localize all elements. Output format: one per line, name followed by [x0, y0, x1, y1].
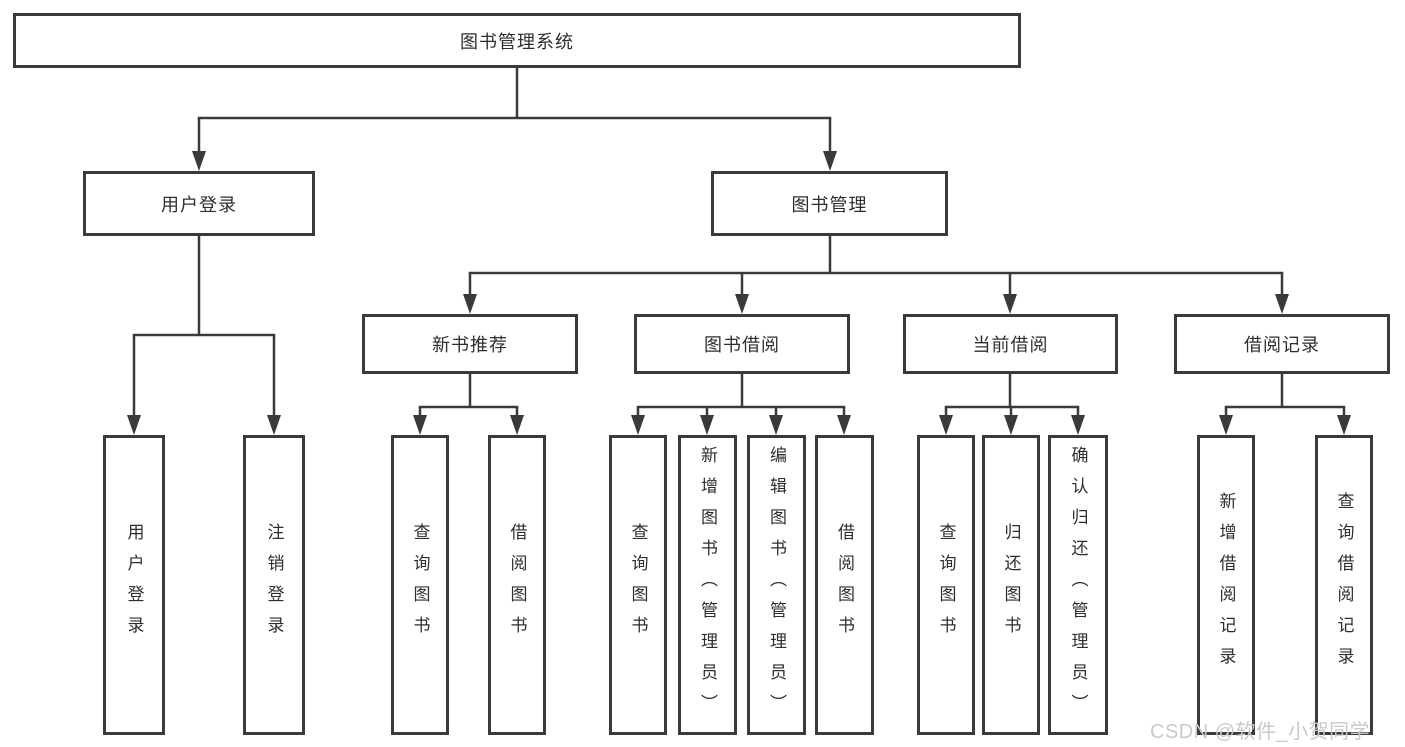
node-new-book-recommend: 新书推荐: [362, 314, 578, 374]
node-user-login: 用户登录: [83, 171, 315, 236]
leaf-borrow-books-recommend: 借阅图书: [488, 435, 546, 735]
leaf-query-books-recommend: 查询图书: [391, 435, 449, 735]
leaf-user-login: 用户登录: [103, 435, 165, 735]
csdn-watermark: CSDN @软件_小贺同学: [1150, 721, 1371, 743]
node-current-borrowing: 当前借阅: [903, 314, 1118, 374]
leaf-query-books-current: 查询图书: [917, 435, 975, 735]
leaf-borrow-books: 借阅图书: [815, 435, 874, 735]
leaf-add-borrow-record: 新增借阅记录: [1197, 435, 1255, 735]
node-borrowing-records: 借阅记录: [1174, 314, 1390, 374]
leaf-confirm-return-admin: 确认归还（管理员）: [1048, 435, 1108, 735]
node-library-system: 图书管理系统: [13, 13, 1021, 68]
leaf-query-books: 查询图书: [609, 435, 667, 735]
leaf-add-books-admin: 新增图书（管理员）: [678, 435, 737, 735]
leaf-query-borrow-record: 查询借阅记录: [1315, 435, 1373, 735]
node-book-management: 图书管理: [711, 171, 948, 236]
leaf-return-books: 归还图书: [982, 435, 1040, 735]
leaf-logout: 注销登录: [243, 435, 305, 735]
leaf-edit-books-admin: 编辑图书（管理员）: [747, 435, 806, 735]
node-book-borrowing: 图书借阅: [634, 314, 850, 374]
